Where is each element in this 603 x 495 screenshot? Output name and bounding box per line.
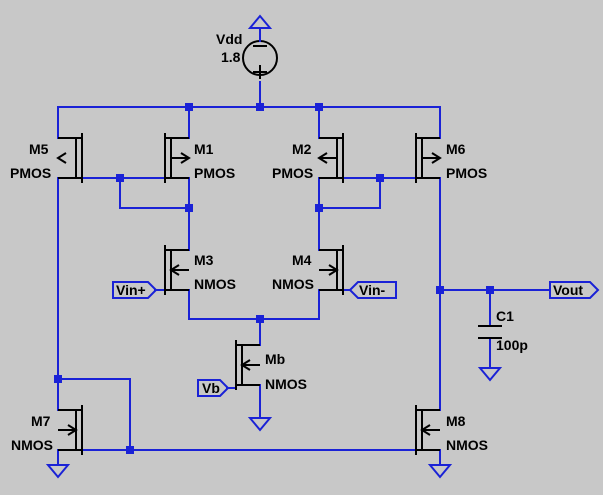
m1-type: PMOS — [194, 165, 235, 181]
junction-dot — [315, 204, 323, 212]
ground-icon — [477, 367, 503, 382]
m2-type: PMOS — [272, 165, 313, 181]
transistor-m7 — [58, 405, 83, 455]
svg-text:Vout: Vout — [553, 282, 583, 298]
ground-icon — [247, 417, 273, 432]
capacitor-c1 — [478, 325, 502, 339]
vdd-name: Vdd — [216, 31, 242, 47]
m4-name: M4 — [292, 252, 312, 268]
svg-text:Vin-: Vin- — [359, 282, 386, 298]
m6-type: PMOS — [446, 165, 487, 181]
m5-name: M5 — [29, 141, 49, 157]
ground-icon — [427, 464, 453, 479]
c1-value: 100p — [496, 337, 528, 353]
c1-name: C1 — [496, 308, 514, 324]
transistor-m5 — [56, 133, 83, 183]
junction-dot — [54, 375, 62, 383]
mb-type: NMOS — [265, 376, 307, 392]
m5-type: PMOS — [10, 165, 51, 181]
ground-symbols — [45, 367, 503, 479]
junction-dot — [185, 204, 193, 212]
vdd-value: 1.8 — [221, 49, 241, 65]
port-vout: Vout — [549, 281, 600, 299]
junction-dot — [436, 286, 444, 294]
transistor-m6 — [415, 133, 442, 183]
transistor-mb — [235, 340, 260, 390]
transistor-m8 — [415, 405, 440, 455]
junction-dot — [486, 286, 494, 294]
junction-dot — [126, 446, 134, 454]
wires — [57, 81, 551, 466]
junction-dot — [185, 103, 193, 111]
port-vin-plus: Vin+ — [112, 281, 158, 299]
svg-text:Vb: Vb — [202, 380, 220, 396]
mb-name: Mb — [265, 351, 285, 367]
m4-type: NMOS — [272, 276, 314, 292]
vdd-source — [242, 14, 278, 79]
transistor-m2 — [317, 133, 344, 183]
junction-dot — [116, 174, 124, 182]
m8-name: M8 — [446, 413, 466, 429]
m2-name: M2 — [292, 141, 312, 157]
junction-dot — [376, 174, 384, 182]
m3-name: M3 — [194, 252, 214, 268]
port-vb: Vb — [197, 379, 230, 397]
m7-name: M7 — [31, 413, 51, 429]
transistor-m3 — [164, 245, 189, 295]
transistor-m4 — [319, 245, 344, 295]
m6-name: M6 — [446, 141, 466, 157]
port-vin-minus: Vin- — [348, 281, 397, 299]
junctions — [54, 103, 494, 454]
ground-icon — [45, 464, 71, 479]
m1-name: M1 — [194, 141, 214, 157]
m3-type: NMOS — [194, 276, 236, 292]
transistor-m1 — [164, 133, 191, 183]
junction-dot — [315, 103, 323, 111]
m7-type: NMOS — [11, 437, 53, 453]
m8-type: NMOS — [446, 437, 488, 453]
svg-text:Vin+: Vin+ — [116, 282, 146, 298]
junction-dot — [256, 315, 264, 323]
junction-dot — [256, 103, 264, 111]
